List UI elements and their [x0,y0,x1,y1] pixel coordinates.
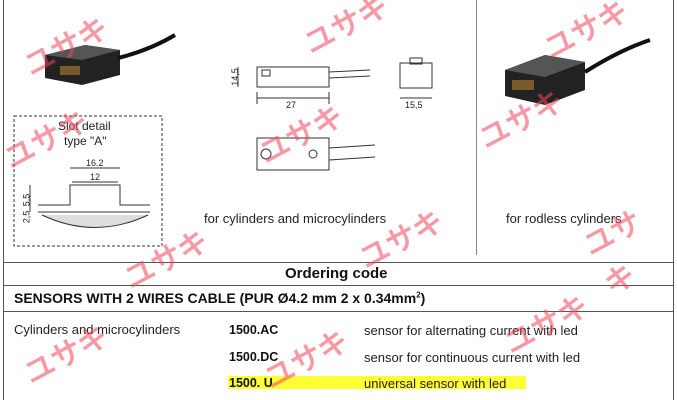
code-1500-ac: 1500.AC [229,323,279,337]
code-1500-dc: 1500.DC [229,350,279,364]
section-title-text: SENSORS WITH 2 WIRES CABLE (PUR Ø4.2 mm … [14,290,417,306]
code-1500-u: 1500. U [229,376,273,390]
section-title-sup: 2 [416,290,421,300]
end-view-drawing [399,57,433,99]
row-highlight [228,376,526,389]
group-label: Cylinders and microcylinders [14,322,181,337]
right-border [673,0,674,400]
caption-cylinders: for cylinders and microcylinders [204,211,387,226]
dim-slot-depth: 5,5 [21,193,32,207]
dim-length: 27 [286,100,297,110]
dim-slot-base: 2,5 [21,210,32,224]
section-title-end: ) [420,290,426,306]
desc-1500-ac: sensor for alternating current with led [364,323,578,338]
dim-slot-inner: 12 [90,172,101,182]
sensor-photo-right [505,38,651,105]
desc-1500-dc: sensor for continuous current with led [364,350,581,365]
side-view-drawing [237,66,371,104]
section-rule-mid [3,285,673,286]
ordering-title: Ordering code [285,265,388,282]
section-title: SENSORS WITH 2 WIRES CABLE (PUR Ø4.2 mm … [14,290,425,306]
section-rule-top [3,262,673,263]
slot-detail-drawing [13,115,163,247]
caption-rodless: for rodless cylinders [506,211,622,226]
sensor-photo-left [45,33,177,85]
top-view-drawing [256,137,376,171]
dim-height: 14,5 [229,68,240,86]
slot-detail-title: Slot detail [58,119,111,133]
desc-1500-u: universal sensor with led [364,376,507,391]
dim-slot-width: 16.2 [86,158,104,168]
column-divider [476,0,477,255]
slot-detail-type: type "A" [64,134,107,148]
dim-width: 15,5 [405,100,423,110]
section-rule-sub [3,311,673,312]
left-border [3,0,4,400]
